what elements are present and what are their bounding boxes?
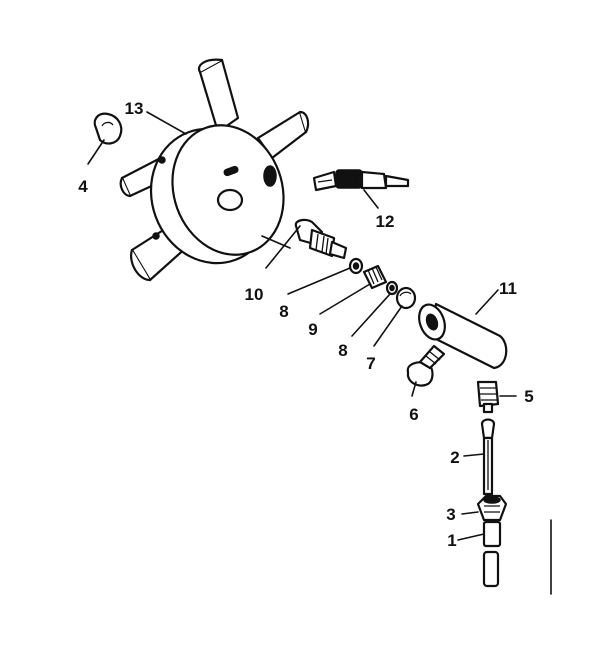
part-7-ball — [395, 286, 417, 310]
callout-11: 11 — [499, 279, 517, 298]
part-5-union — [476, 380, 500, 414]
callout-6: 6 — [409, 405, 418, 424]
callout-13: 13 — [125, 99, 144, 118]
callout-8b: 8 — [338, 341, 347, 360]
callout-3: 3 — [446, 505, 455, 524]
callout-12: 12 — [376, 212, 395, 231]
callout-1: 1 — [447, 531, 456, 550]
callout-5: 5 — [524, 387, 533, 406]
part-12-fitting — [312, 169, 410, 192]
leader-lines — [87, 111, 517, 541]
part-1-sleeve — [482, 520, 502, 548]
part-2-tube — [480, 418, 496, 496]
part-9-spring — [362, 264, 388, 290]
callout-2: 2 — [450, 448, 459, 467]
part-3-nut — [476, 494, 508, 522]
part-10-nozzle — [294, 218, 348, 260]
callout-4: 4 — [78, 177, 88, 196]
callout-7: 7 — [366, 354, 375, 373]
part-8-washer-b — [385, 280, 399, 296]
callout-8a: 8 — [279, 302, 288, 321]
part-4-retainer-ring — [93, 112, 123, 145]
part-11-filter — [418, 302, 508, 370]
part-1-insert — [482, 550, 500, 588]
part-13-impeller — [119, 58, 310, 282]
part-8-washer-a — [348, 257, 364, 275]
part-6-elbow — [406, 344, 446, 387]
callout-9: 9 — [308, 320, 317, 339]
callout-10: 10 — [245, 285, 264, 304]
